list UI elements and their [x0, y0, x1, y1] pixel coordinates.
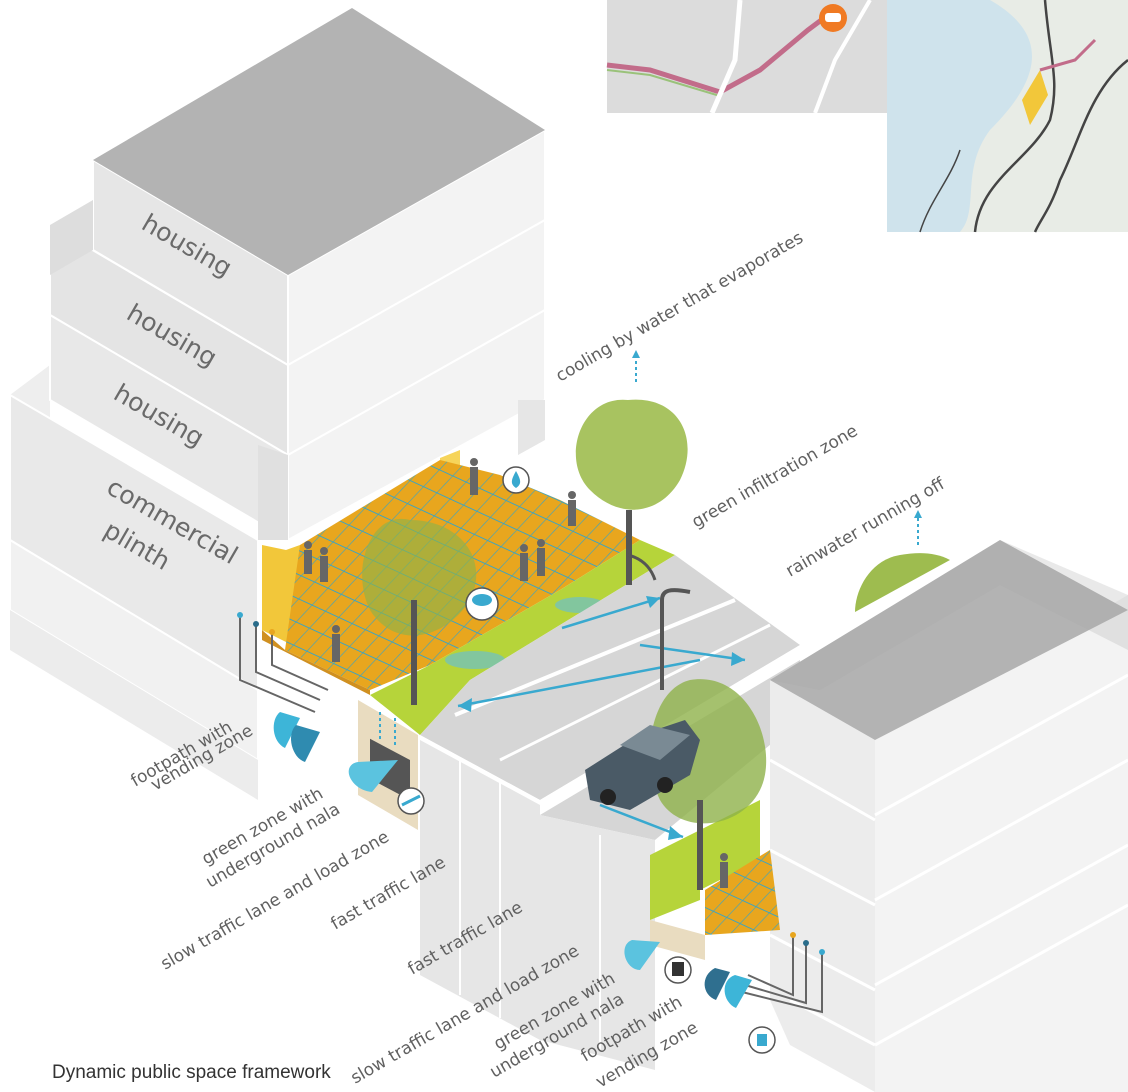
location-map-overview [887, 0, 1128, 233]
right-building-roof [770, 540, 1128, 740]
fish-icon [397, 787, 425, 815]
left-building [9, 8, 546, 800]
car-illustration [585, 720, 700, 810]
callout-green-infiltration: green infiltration zone [689, 421, 862, 532]
location-map-detail [606, 0, 887, 114]
water-drop-icon [502, 466, 530, 494]
people [304, 458, 728, 888]
left-underground-nala [348, 700, 418, 830]
right-green-zone [624, 800, 780, 970]
left-building-roof [93, 8, 545, 275]
callout-cooling: cooling by water that evaporates [553, 228, 807, 386]
diagram-caption: Dynamic public space framework [52, 1062, 331, 1083]
rain-cloud-icon [465, 587, 499, 621]
left-utility-pipes [237, 612, 329, 762]
right-building [769, 540, 1128, 1092]
tap-icon [664, 956, 692, 984]
right-utility-pipes [704, 932, 825, 1014]
trees [362, 399, 950, 890]
drinking-cup-icon [748, 1026, 776, 1054]
street-lamp [627, 553, 691, 690]
